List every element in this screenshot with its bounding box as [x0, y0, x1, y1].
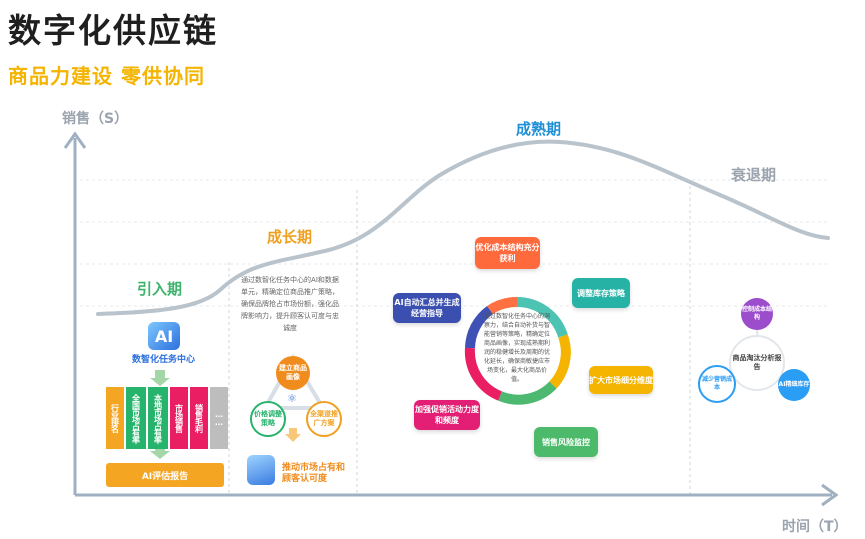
- ai-logo-text: AI: [154, 326, 174, 346]
- card-cost-structure[interactable]: 优化成本结构充分获利: [475, 237, 540, 269]
- mature-ring: [464, 296, 571, 405]
- intro-center-label: 数智化任务中心: [132, 355, 196, 365]
- stage-mature-label: 成熟期: [516, 120, 562, 138]
- guide-lines: [80, 179, 830, 307]
- metric-local-share: 本地市场占有率: [148, 387, 168, 449]
- x-axis-label: 时间（T）: [782, 519, 848, 535]
- page-title: 数字化供应链: [8, 11, 218, 50]
- decline-reduce-marketing[interactable]: 减少营销成本: [698, 365, 736, 403]
- card-expand-market[interactable]: 扩大市场细分维度: [589, 366, 653, 394]
- growth-price-strategy[interactable]: 价格调整策略: [250, 401, 286, 437]
- mature-center-text: 通过数智化任务中心的洞察力，结合自动补货与智能营销等策略，精确定位商品画像，实现…: [484, 313, 551, 383]
- card-inventory-strategy[interactable]: 调整库存策略: [572, 278, 630, 308]
- metric-national-share: 全国市场占有率: [126, 387, 146, 449]
- intro-metric-columns: 行业排名 全国市场占有率 本地市场占有率 市场销售 销售毛利 ……: [106, 387, 228, 449]
- metric-market-sales: 市场销售: [170, 387, 188, 449]
- stage-growth-label: 成长期: [267, 228, 313, 246]
- card-promotion[interactable]: 加强促销活动力度和频度: [414, 400, 480, 430]
- metric-sales-margin: 销售毛利: [190, 387, 208, 449]
- growth-result-label: 推动市场占有和顾客认可度: [282, 463, 346, 484]
- card-risk-monitor[interactable]: 销售风险监控: [534, 427, 598, 457]
- growth-channel-plan[interactable]: 全渠道推广方案: [306, 401, 342, 437]
- growth-description: 通过数智化任务中心的AI和数据单元，精确定位商品推广策略，确保品牌抢占市场份额，…: [241, 276, 339, 332]
- stage-decline-label: 衰退期: [731, 166, 777, 184]
- sales-curve: [96, 139, 830, 316]
- axes: [63, 131, 839, 507]
- page-subtitle: 商品力建设 零供协同: [8, 64, 205, 88]
- decline-ai-inventory[interactable]: AI精细库存: [778, 369, 810, 401]
- metric-industry-rank: 行业排名: [106, 387, 124, 449]
- stage-intro-label: 引入期: [137, 280, 183, 298]
- ai-report-button[interactable]: AI评估报告: [106, 463, 224, 487]
- ai-logo-icon: AI: [148, 322, 180, 350]
- decline-control-cost[interactable]: 控制成本结构: [741, 298, 773, 330]
- metric-more: ……: [210, 387, 228, 449]
- growth-chart-icon: [247, 455, 275, 485]
- growth-build-portrait[interactable]: 建立商品画像: [276, 356, 310, 390]
- growth-ai-icon: ⚛: [287, 392, 297, 405]
- decline-center-report[interactable]: 商品淘汰分析报告: [729, 335, 785, 391]
- growth-arrow: [285, 428, 301, 442]
- card-ai-summary[interactable]: AI自动汇总并生成经营指导: [393, 293, 461, 323]
- y-axis-label: 销售（S）: [62, 111, 129, 127]
